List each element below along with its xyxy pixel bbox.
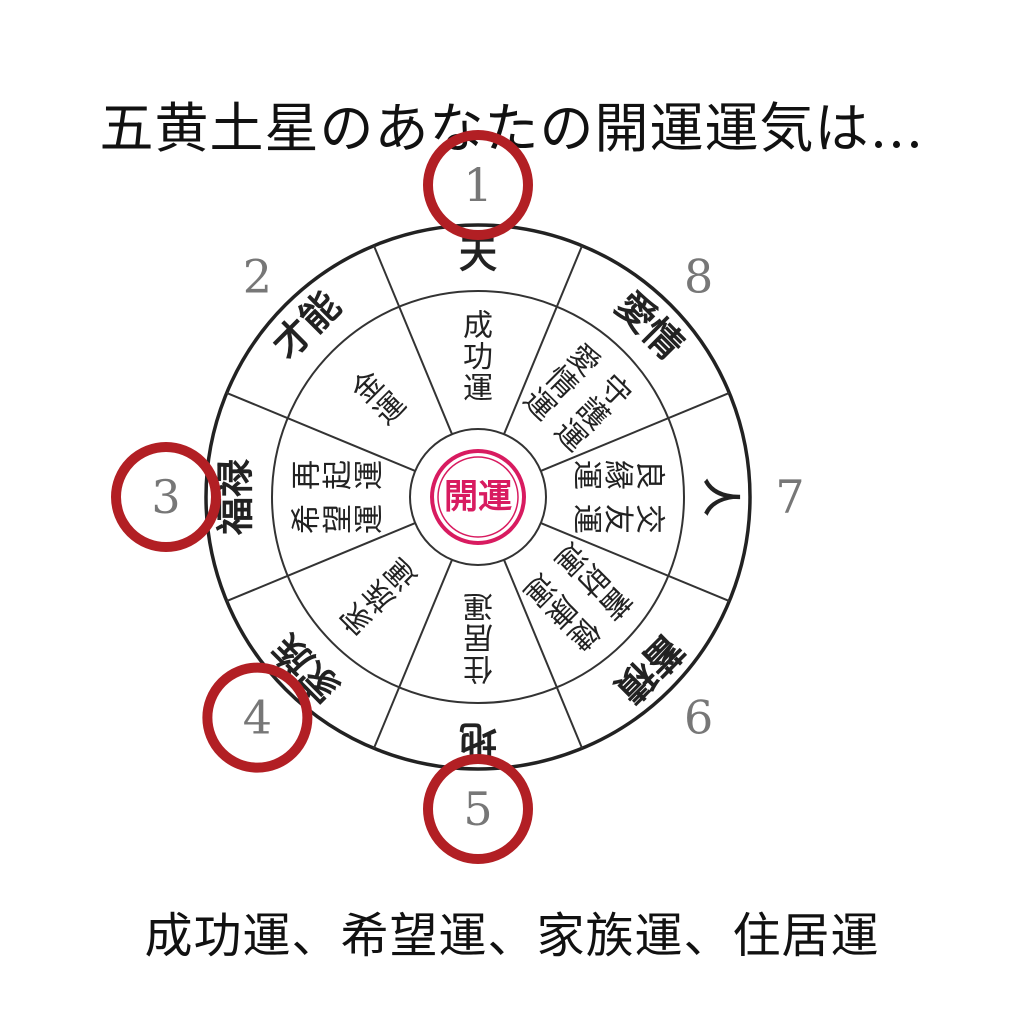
highlight-ring	[111, 442, 221, 552]
sector-number: 4	[243, 691, 272, 745]
middle-circle	[271, 290, 685, 704]
highlight-rings	[111, 130, 533, 864]
sector-keyword: 人	[699, 478, 744, 516]
sector-number: 5	[463, 782, 492, 836]
sector-fortune: 金運	[345, 364, 413, 432]
sector-number: 8	[684, 249, 713, 303]
sector-divider	[540, 391, 730, 472]
sector-divider	[503, 559, 584, 749]
sector-keyword: 才能	[263, 282, 349, 368]
fortune-summary: 成功運、希望運、家族運、住居運	[144, 908, 880, 964]
highlight-ring	[202, 662, 313, 773]
wheel-lines	[204, 223, 752, 771]
sector-divider	[372, 559, 453, 749]
sector-fortune: 成功運	[463, 308, 493, 406]
seal-border	[430, 449, 526, 545]
outer-circle	[204, 223, 752, 771]
sector-fortune: 希望運	[289, 504, 387, 534]
sector-number: 6	[684, 691, 713, 745]
seal-stamp-icon: 開運	[430, 449, 526, 545]
sector-fortune: 良縁運	[569, 460, 667, 490]
sector-fortune: 交友運	[569, 504, 667, 534]
sector-fortune: 再起運	[289, 460, 387, 490]
sector-divider	[503, 245, 584, 435]
sector-number: 7	[775, 470, 804, 524]
seal-inner-border	[437, 456, 519, 538]
sector-divider	[540, 522, 730, 603]
sector-divider	[226, 391, 416, 472]
sector-number: 1	[463, 158, 492, 212]
seal-text: 開運	[444, 477, 512, 517]
highlight-ring	[423, 754, 533, 864]
sector-divider	[226, 522, 416, 603]
sector-divider	[372, 245, 453, 435]
wheel-numbers: 1 8 7 6 5 4 3 2	[151, 158, 804, 836]
highlight-ring	[423, 130, 533, 240]
sector-keyword: 蓄積	[607, 626, 693, 712]
sector-fortune: 住居運	[463, 588, 493, 686]
sector-number: 2	[243, 249, 272, 303]
sector-number: 3	[151, 470, 180, 524]
sector-fortune: 家族運	[334, 551, 425, 642]
sector-keyword: 愛情	[607, 282, 693, 368]
inner-circle	[409, 428, 547, 566]
